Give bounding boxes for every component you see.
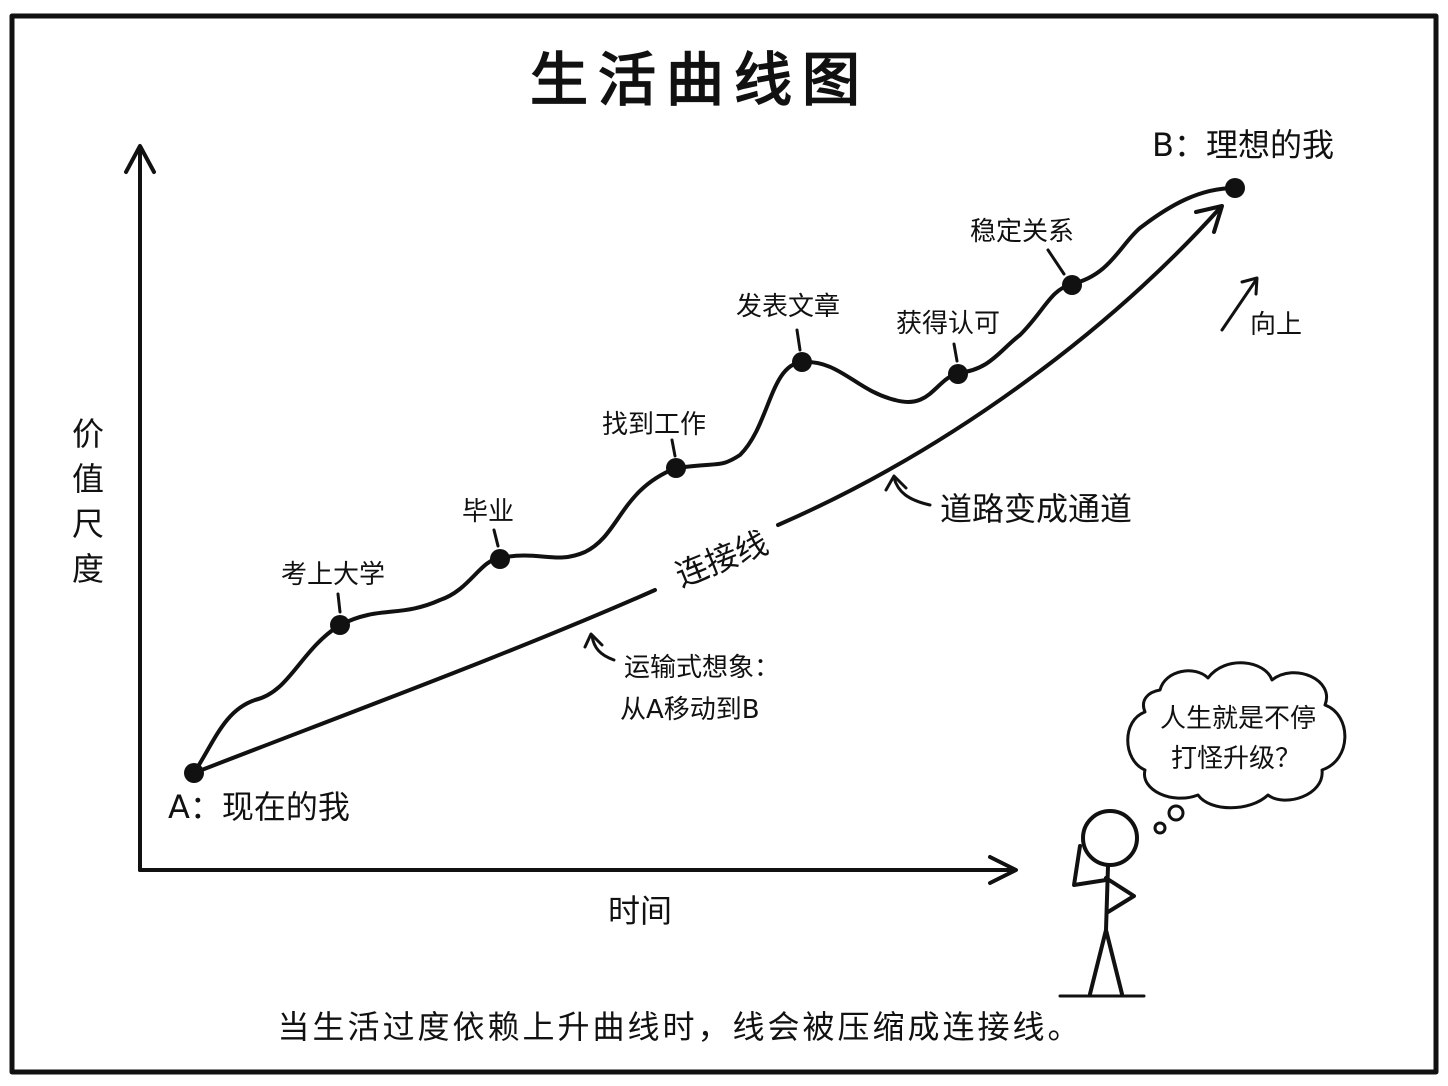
svg-text:尺: 尺 bbox=[72, 505, 104, 543]
svg-text:获得认可: 获得认可 bbox=[896, 309, 1000, 339]
stick-figure-body bbox=[1104, 864, 1110, 932]
connecting-line-arrowhead bbox=[1194, 204, 1224, 234]
svg-text:运输式想象：: 运输式想象： bbox=[624, 653, 780, 683]
svg-text:打怪升级？: 打怪升级？ bbox=[1171, 744, 1301, 774]
svg-text:价: 价 bbox=[72, 415, 104, 453]
y-axis-arrowhead bbox=[124, 144, 156, 174]
svg-text:值: 值 bbox=[72, 460, 104, 498]
stick-figure-arm-hip bbox=[1104, 876, 1136, 914]
svg-text:考上大学: 考上大学 bbox=[281, 560, 385, 590]
y-axis-label: 价 值 尺 度 bbox=[72, 415, 104, 588]
upward-arrowhead bbox=[1240, 276, 1259, 296]
x-axis bbox=[138, 855, 1018, 885]
milestone-graduation: 毕业 bbox=[462, 497, 514, 569]
milestone-get-job: 找到工作 bbox=[602, 410, 706, 478]
thought-dot-small bbox=[1153, 821, 1167, 835]
svg-text:稳定关系: 稳定关系 bbox=[970, 217, 1074, 247]
milestone-stable-relationship: 稳定关系 bbox=[970, 217, 1082, 295]
milestone-publish-article: 发表文章 bbox=[736, 292, 840, 372]
svg-text:人生就是不停: 人生就是不停 bbox=[1160, 704, 1316, 734]
stick-figure-head bbox=[1081, 809, 1139, 867]
x-axis-label: 时间 bbox=[608, 892, 672, 930]
x-axis-arrowhead bbox=[988, 855, 1018, 885]
road-arrowhead bbox=[884, 474, 908, 492]
milestone-recognition: 获得认可 bbox=[896, 309, 1000, 384]
stick-figure-legs bbox=[1088, 928, 1124, 996]
milestone-college: 考上大学 bbox=[281, 560, 385, 635]
bottom-caption: 当生活过度依赖上升曲线时，线会被压缩成连接线。 bbox=[277, 1008, 1082, 1046]
point-a-dot bbox=[184, 763, 204, 783]
connecting-line-label: 连接线 bbox=[670, 523, 773, 594]
life-curve bbox=[192, 186, 1237, 775]
transport-arrowhead bbox=[583, 632, 604, 649]
connecting-line bbox=[192, 204, 1224, 775]
svg-text:度: 度 bbox=[72, 550, 104, 588]
y-axis bbox=[124, 144, 156, 872]
point-a-label: A：现在的我 bbox=[168, 788, 350, 826]
svg-text:毕业: 毕业 bbox=[462, 497, 514, 527]
outer-frame bbox=[9, 13, 1439, 1075]
svg-text:道路变成通道: 道路变成通道 bbox=[940, 490, 1132, 528]
thought-dot-large bbox=[1167, 804, 1185, 822]
diagram-title: 生活曲线图 bbox=[530, 46, 870, 114]
svg-text:向上: 向上 bbox=[1250, 310, 1302, 340]
stick-figure bbox=[1058, 809, 1146, 998]
thought-bubble: 人生就是不停 打怪升级？ bbox=[1126, 661, 1347, 835]
svg-text:找到工作: 找到工作 bbox=[602, 410, 706, 440]
svg-text:从A移动到B: 从A移动到B bbox=[620, 695, 760, 725]
point-b-label: B：理想的我 bbox=[1152, 126, 1334, 164]
stick-figure-arm-head bbox=[1072, 844, 1108, 887]
upward-annotation: 向上 bbox=[1220, 276, 1302, 340]
svg-text:发表文章: 发表文章 bbox=[736, 292, 840, 322]
transport-annotation: 运输式想象： 从A移动到B bbox=[583, 632, 780, 725]
point-b-dot bbox=[1225, 178, 1245, 198]
road-to-channel-annotation: 道路变成通道 bbox=[884, 474, 1132, 528]
